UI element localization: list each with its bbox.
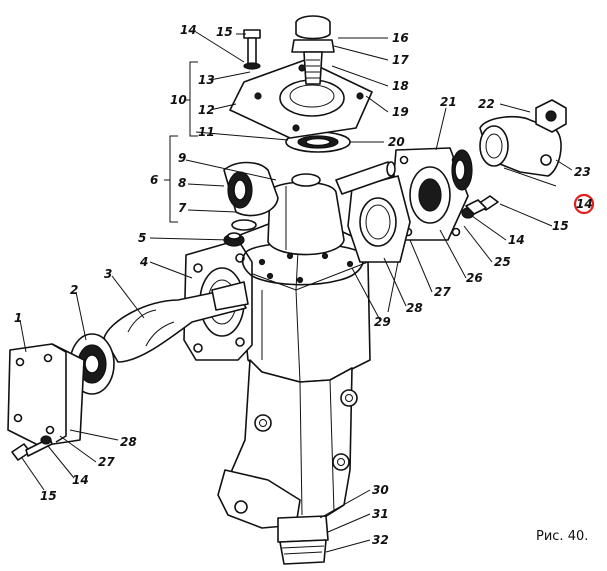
callout-31: 31 bbox=[372, 507, 389, 521]
callout-10: 10 bbox=[170, 93, 187, 107]
side-cover-right bbox=[335, 147, 469, 263]
callout-27-right: 27 bbox=[434, 285, 451, 299]
figure-caption: Рис. 40. bbox=[536, 529, 588, 544]
right-bushing-stack bbox=[451, 99, 567, 219]
callout-2: 2 bbox=[70, 283, 78, 297]
oil-plug bbox=[223, 232, 245, 247]
top-flange-plate bbox=[229, 59, 373, 139]
callout-19: 19 bbox=[392, 105, 409, 119]
group-bracket-6 bbox=[164, 135, 178, 223]
bolt-top bbox=[243, 29, 261, 70]
callout-6: 6 bbox=[150, 173, 158, 187]
roller-assembly bbox=[223, 161, 279, 231]
adjuster-stud bbox=[291, 15, 335, 85]
callout-1: 1 bbox=[14, 311, 22, 325]
callout-18: 18 bbox=[392, 79, 409, 93]
bearing-ring bbox=[285, 131, 351, 153]
callout-28-right: 28 bbox=[406, 301, 423, 315]
callout-13: 13 bbox=[198, 73, 215, 87]
sector-shaft-bottom bbox=[277, 515, 329, 565]
callout-11: 11 bbox=[198, 125, 215, 139]
callout-14-top: 14 bbox=[180, 23, 197, 37]
worm-shaft bbox=[103, 281, 249, 363]
callout-15-right: 15 bbox=[552, 219, 569, 233]
callout-labels: 1 2 3 4 5 6 7 8 9 10 11 12 13 14 15 16 1… bbox=[14, 23, 593, 547]
callout-23: 23 bbox=[574, 165, 591, 179]
callout-22: 22 bbox=[478, 97, 495, 111]
callout-14-right: 14 bbox=[508, 233, 525, 247]
callout-12: 12 bbox=[198, 103, 215, 117]
callout-14-left: 14 bbox=[72, 473, 89, 487]
callout-16: 16 bbox=[392, 31, 409, 45]
callout-4: 4 bbox=[139, 255, 148, 269]
gear-housing bbox=[183, 211, 371, 529]
callout-29: 29 bbox=[374, 315, 391, 329]
callout-8: 8 bbox=[178, 176, 186, 190]
callout-32: 32 bbox=[372, 533, 389, 547]
callout-3: 3 bbox=[104, 267, 112, 281]
callout-7: 7 bbox=[178, 201, 187, 215]
callout-21: 21 bbox=[440, 95, 457, 109]
callout-26: 26 bbox=[466, 271, 483, 285]
group-bracket-10 bbox=[184, 61, 198, 137]
callout-15-left: 15 bbox=[40, 489, 57, 503]
callout-30: 30 bbox=[372, 483, 389, 497]
leader-lines bbox=[19, 31, 573, 553]
callout-27-left: 27 bbox=[98, 455, 115, 469]
callout-15-top: 15 bbox=[216, 25, 233, 39]
callout-5: 5 bbox=[138, 231, 146, 245]
left-cover bbox=[7, 343, 85, 447]
highlight-circle bbox=[573, 193, 595, 215]
callout-25: 25 bbox=[494, 255, 511, 269]
callout-14-highlighted: 14 bbox=[576, 197, 593, 211]
top-cover-housing bbox=[267, 173, 345, 256]
callout-9: 9 bbox=[178, 151, 186, 165]
callout-17: 17 bbox=[392, 53, 409, 67]
bolt-left bbox=[11, 435, 53, 461]
callout-20: 20 bbox=[388, 135, 405, 149]
callout-28-left: 28 bbox=[120, 435, 137, 449]
